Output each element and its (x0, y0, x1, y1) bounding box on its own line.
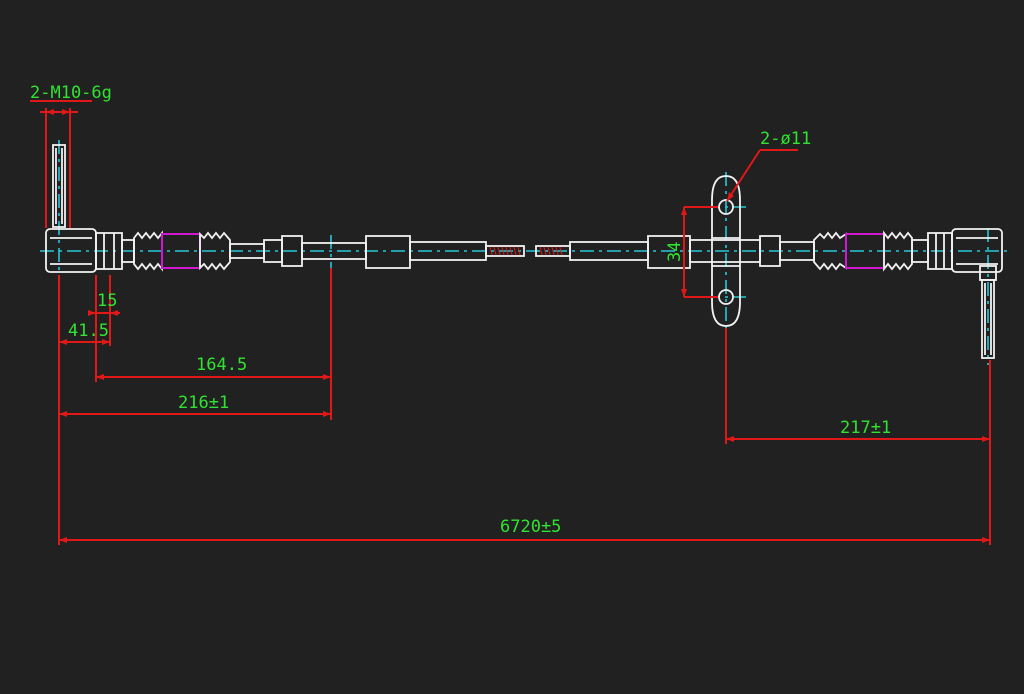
dim-41-5-label: 41.5 (68, 321, 109, 341)
center-lines (40, 140, 1012, 365)
dimension-labels: 2-M10-6g 2-ø11 15 41.5 164.5 216±1 217±1… (30, 83, 891, 537)
dim-34-label: 34 (665, 242, 685, 262)
dim-216-label: 216±1 (178, 393, 229, 413)
dim-164-5-label: 164.5 (196, 355, 247, 375)
dim-217-label: 217±1 (840, 418, 891, 438)
thread-callout-label: 2-M10-6g (30, 83, 112, 103)
dimension-lines (30, 100, 991, 545)
hole-callout-label: 2-ø11 (760, 129, 811, 149)
right-end-fitting (535, 175, 1003, 359)
dim-6720-label: 6720±5 (500, 517, 561, 537)
left-end-fitting (45, 144, 525, 273)
dim-15-label: 15 (97, 291, 117, 311)
